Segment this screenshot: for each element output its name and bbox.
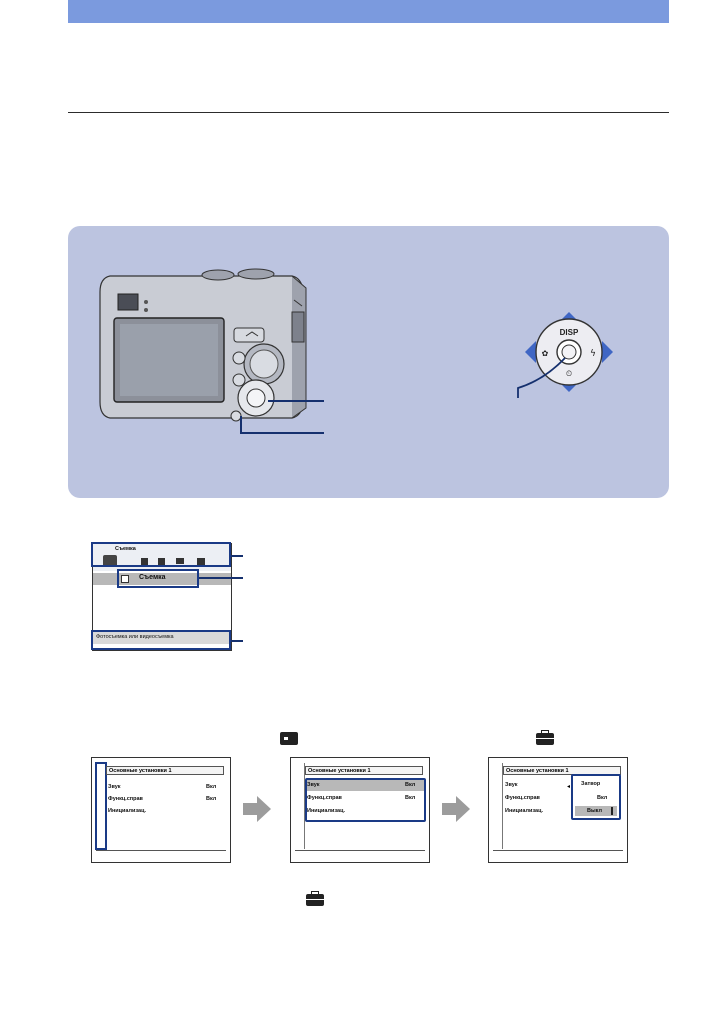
toolbox-icon bbox=[536, 730, 554, 745]
step-arrow-2 bbox=[456, 796, 470, 822]
camera-illustration bbox=[99, 268, 307, 422]
screen-title: Основные установки 1 bbox=[503, 766, 621, 775]
control-dial-illustration: DISP ✿ ϟ ⏲ bbox=[517, 312, 613, 398]
memory-tab-icon[interactable] bbox=[176, 558, 184, 564]
section-divider bbox=[68, 112, 669, 113]
callout-line-item bbox=[199, 577, 243, 579]
item-label-init: Инициализац. bbox=[307, 808, 345, 814]
item-label-help: Функц.справ bbox=[108, 796, 143, 802]
option-off[interactable]: Выкл bbox=[587, 808, 602, 814]
header-bar bbox=[68, 0, 669, 23]
chevron-left-icon: ◂ bbox=[567, 784, 571, 790]
cursor-bar bbox=[611, 807, 613, 815]
screen-title: Основные установки 1 bbox=[305, 766, 423, 775]
item-value-sound: Вкл bbox=[206, 784, 217, 790]
setup-screen-step2: Основные установки 1 Звук Вкл Функц.спра… bbox=[290, 757, 430, 863]
option-shutter[interactable]: Затвор bbox=[581, 781, 601, 787]
menu-tab-label: Съемка bbox=[115, 546, 136, 552]
menu-footer-text: Фотосъемка или видеосъемка bbox=[96, 634, 174, 640]
highlight-footer bbox=[91, 630, 231, 650]
step-arrow-1-stem bbox=[243, 803, 257, 815]
item-value-help: Вкл bbox=[206, 796, 217, 802]
option-on[interactable]: Вкл bbox=[597, 795, 608, 801]
item-label-init: Инициализац. bbox=[108, 808, 146, 814]
svg-text:⏲: ⏲ bbox=[566, 369, 572, 378]
item-value-help: Вкл bbox=[405, 795, 416, 801]
callout-line-tabs bbox=[231, 555, 243, 557]
callout-line-footer bbox=[231, 640, 243, 642]
print-tab-icon[interactable] bbox=[158, 558, 165, 565]
callout-line-menu-button bbox=[240, 432, 324, 434]
item-label-sound: Звук bbox=[108, 784, 121, 790]
camera-tab-icon[interactable] bbox=[103, 555, 117, 567]
screen-title: Основные установки 1 bbox=[106, 766, 224, 775]
camera-icon bbox=[121, 575, 129, 583]
options-list: Затвор Вкл Выкл bbox=[571, 774, 621, 820]
item-label-help: Функц.справ bbox=[505, 795, 540, 801]
memory-stick-icon bbox=[280, 732, 298, 745]
setup-tab-icon[interactable] bbox=[197, 558, 205, 565]
item-label-sound: Звук bbox=[307, 782, 320, 788]
step-arrow-2-stem bbox=[442, 803, 456, 815]
selected-option-row[interactable] bbox=[575, 806, 617, 816]
selected-item-label: Съемка bbox=[139, 574, 166, 581]
callout-line-control-button bbox=[268, 400, 324, 402]
step-arrow-1 bbox=[257, 796, 271, 822]
setup-screen-step1: Основные установки 1 Звук Вкл Функц.спра… bbox=[91, 757, 231, 863]
highlight-item bbox=[117, 569, 199, 588]
highlight-sidebar bbox=[95, 762, 107, 850]
item-label-sound: Звук bbox=[505, 782, 518, 788]
svg-text:✿: ✿ bbox=[542, 349, 549, 358]
selected-row[interactable] bbox=[306, 780, 424, 791]
item-value-sound: Вкл bbox=[405, 782, 416, 788]
svg-text:ϟ: ϟ bbox=[590, 349, 596, 359]
highlight-items bbox=[305, 778, 426, 822]
item-label-help: Функц.справ bbox=[307, 795, 342, 801]
highlight-tabs bbox=[91, 542, 231, 567]
setup-screen-step3: Основные установки 1 Звук Функц.справ Ин… bbox=[488, 757, 628, 863]
item-label-init: Инициализац. bbox=[505, 808, 543, 814]
toolbox-icon-2 bbox=[306, 891, 324, 906]
dial-disp-label: DISP bbox=[560, 328, 579, 337]
playback-tab-icon[interactable] bbox=[141, 558, 148, 565]
callout-line-menu-button-stem bbox=[240, 416, 242, 434]
